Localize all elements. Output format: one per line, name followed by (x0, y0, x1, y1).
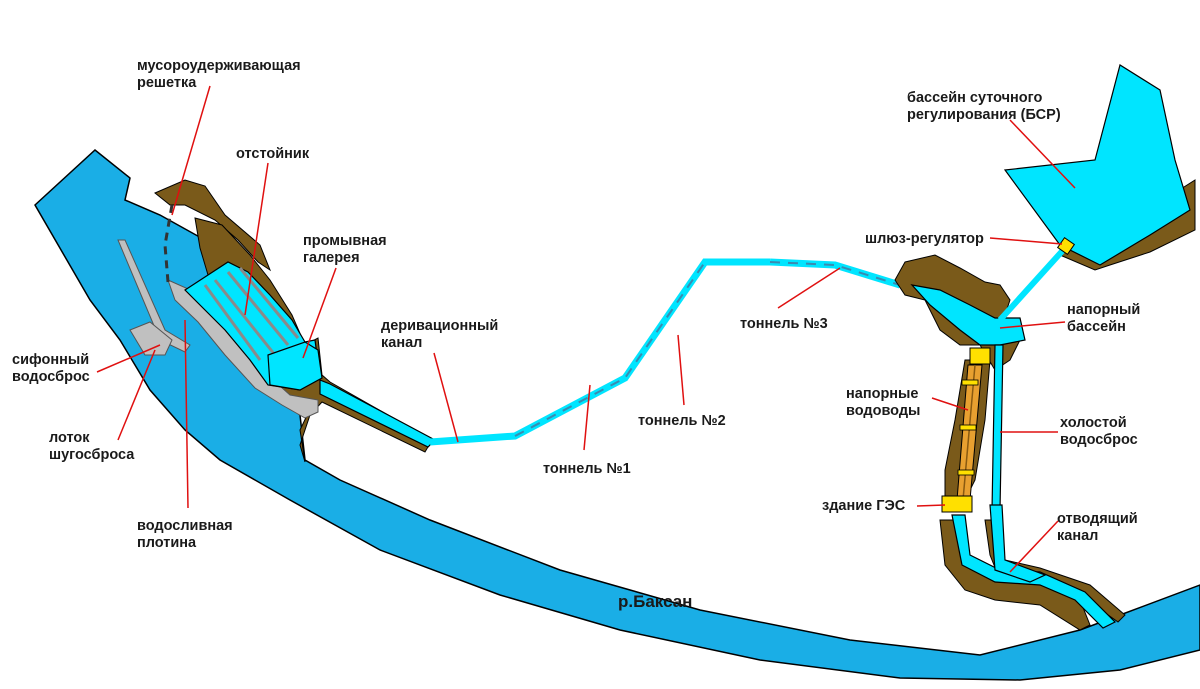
powerhouse-building (941, 495, 973, 513)
label-tunnel-2: тоннель №2 (638, 413, 726, 429)
ice-chute-structure (129, 321, 173, 356)
forebay-gate (969, 347, 991, 365)
penstocks-drawing (956, 364, 983, 501)
flush-gallery (267, 341, 323, 391)
intake-bank-upper (154, 179, 272, 272)
label-tunnel-1: тоннель №1 (543, 461, 631, 477)
label-regulator-gate: шлюз-регулятор (865, 231, 984, 247)
label-tunnel-3: тоннель №3 (740, 316, 828, 332)
label-powerhouse: здание ГЭС (822, 498, 906, 514)
daily-regulation-basin-water (1003, 64, 1191, 266)
forebay-water (910, 284, 1026, 346)
idle-spillway-outlet (989, 504, 1047, 583)
leader-lines (96, 85, 1076, 573)
label-river: р.Баксан (618, 592, 693, 611)
bsr-connection-pipe (997, 245, 1068, 323)
tailrace-water (951, 514, 1117, 629)
idle-spillway (991, 344, 1004, 511)
settler-partitions (203, 267, 300, 361)
label-settler: отстойник (236, 146, 310, 162)
regulator-gate (1056, 236, 1076, 256)
diversion-canal (319, 379, 436, 448)
tunnel-dashes (514, 261, 901, 437)
